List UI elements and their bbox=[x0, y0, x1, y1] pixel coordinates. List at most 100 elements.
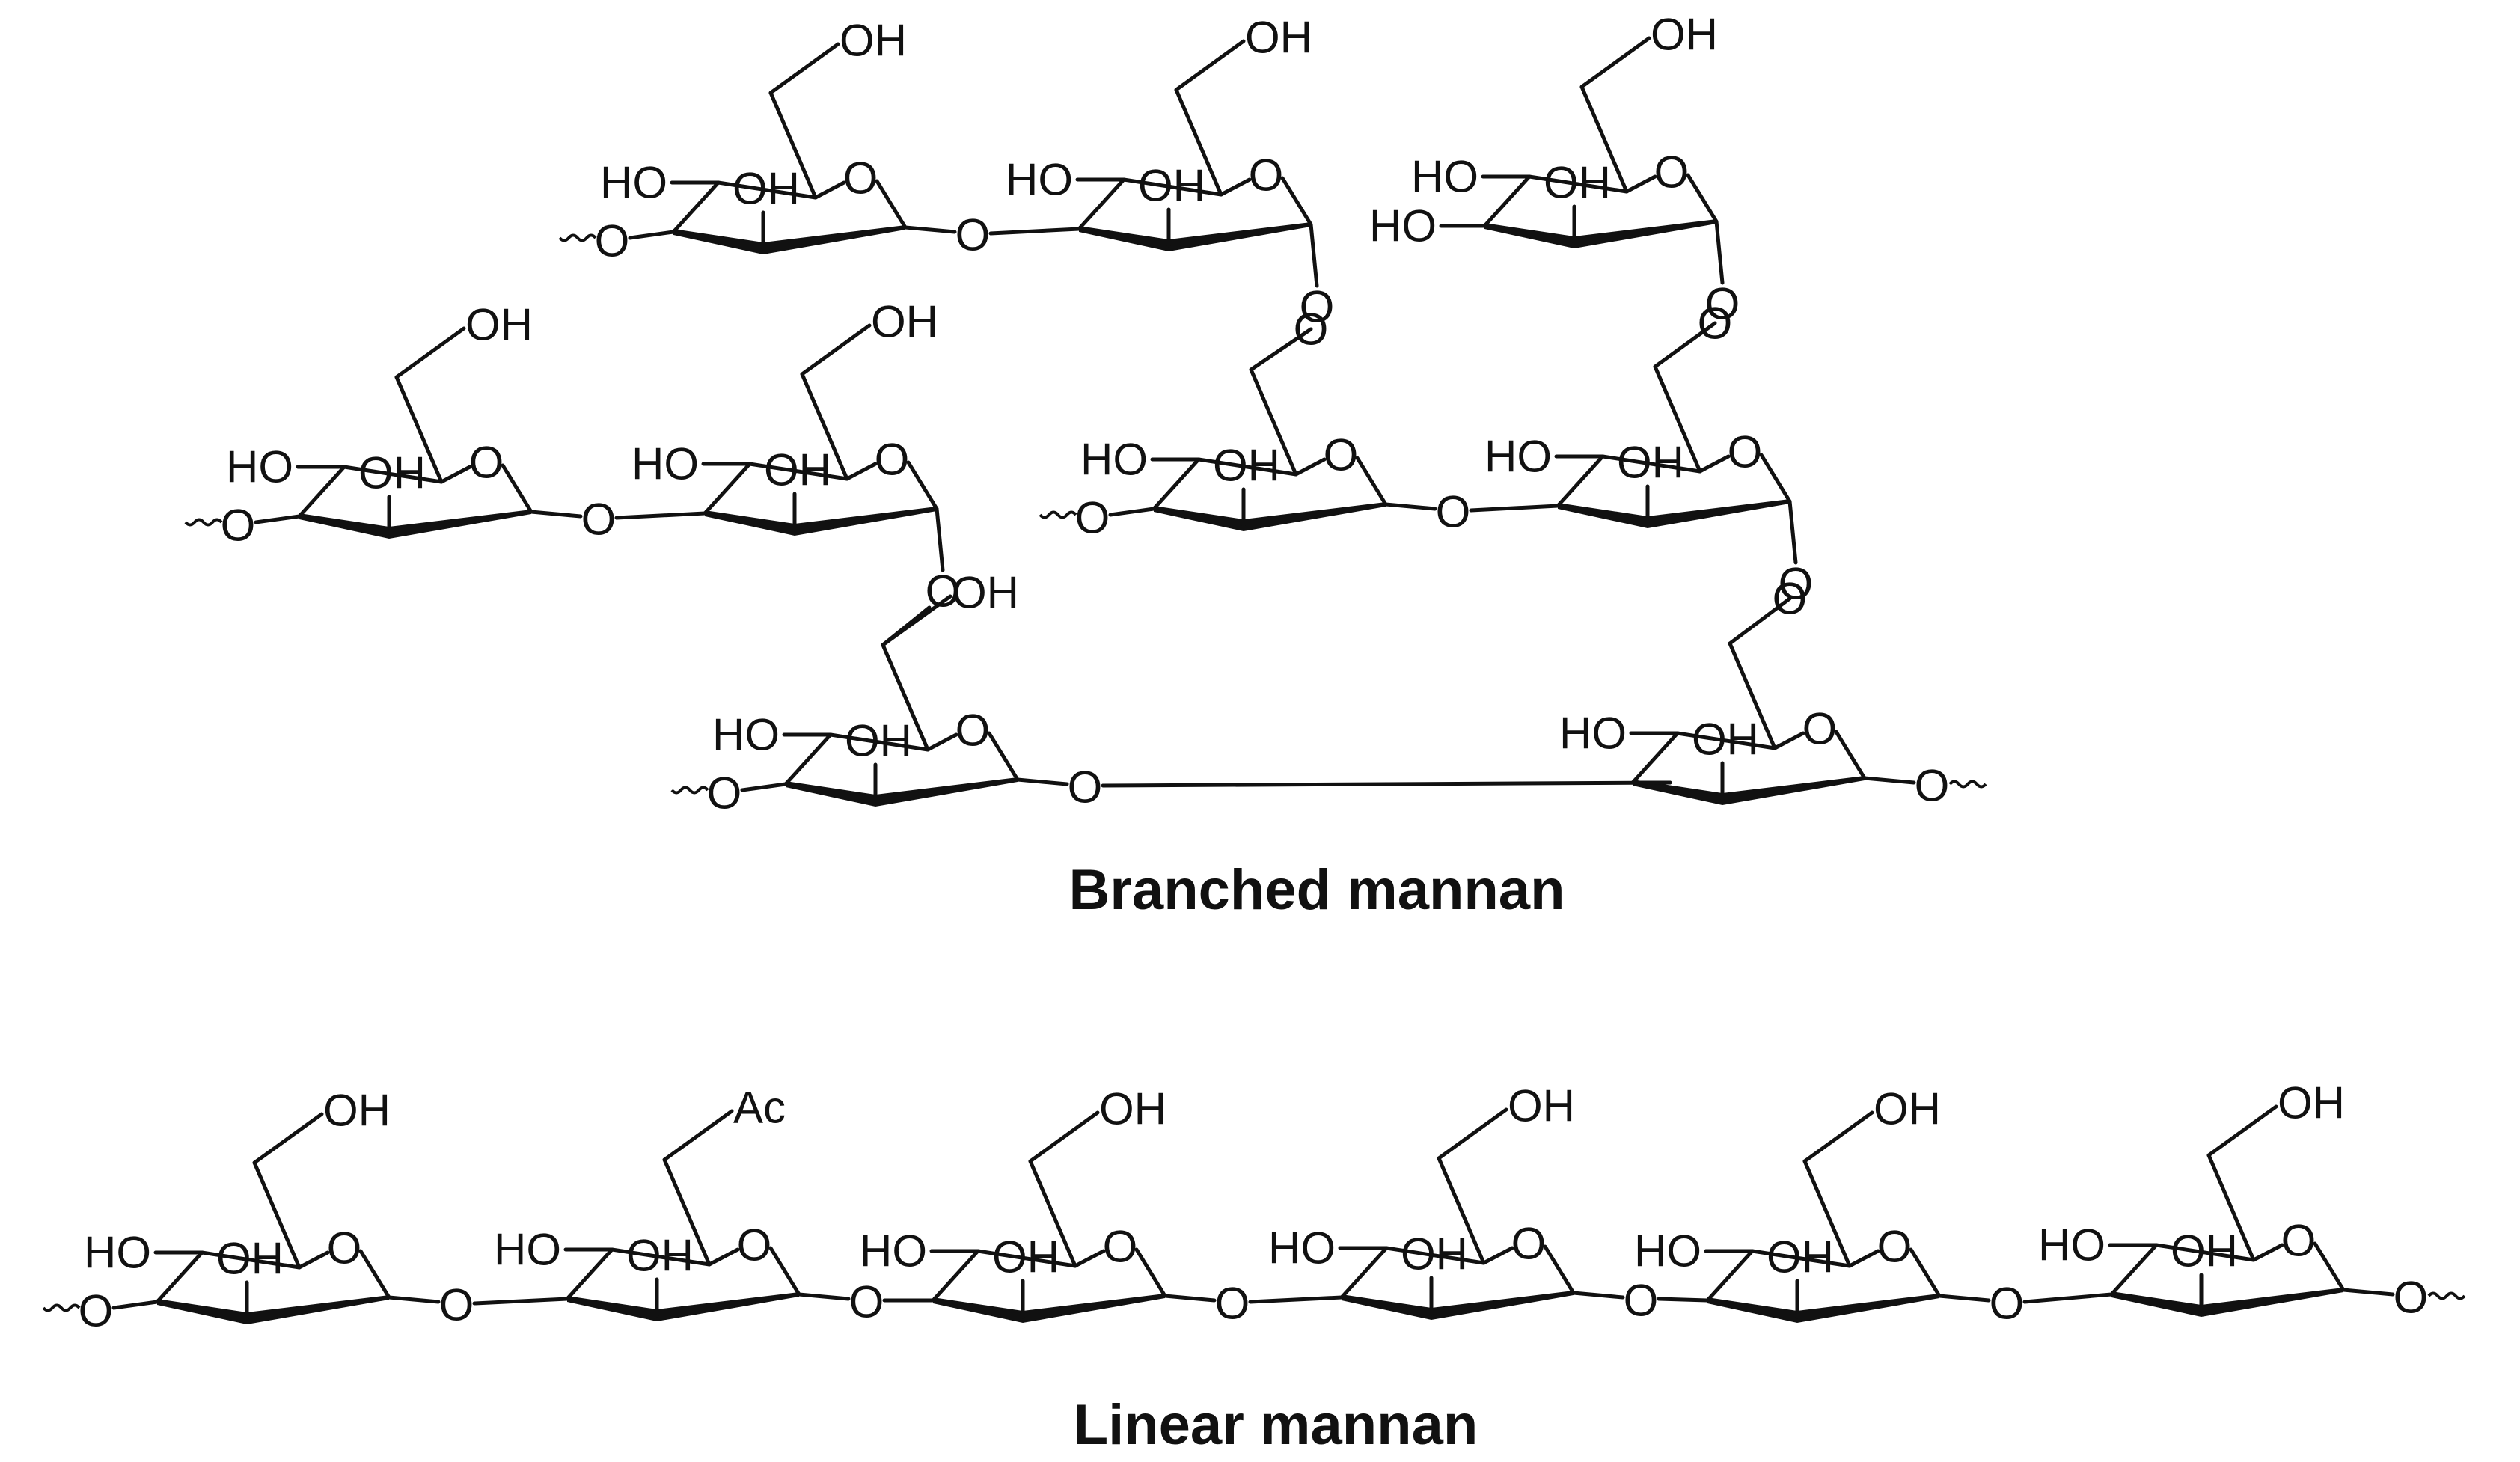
anomeric-bond bbox=[1787, 499, 1798, 565]
ring-bond bbox=[747, 462, 849, 481]
c6-oh-bond bbox=[1174, 39, 1246, 92]
hydroxyl-label: OH bbox=[992, 1232, 1059, 1282]
branched-mannan-caption: Branched mannan bbox=[1068, 858, 1565, 922]
wavy-bond bbox=[670, 786, 709, 795]
c6-bond bbox=[394, 375, 444, 484]
anomeric-bond bbox=[1309, 222, 1319, 288]
wedge-bond bbox=[1722, 776, 1865, 805]
ring-bond bbox=[297, 465, 346, 519]
wedge-bond bbox=[795, 507, 937, 536]
acetyl-group-label: Ac bbox=[733, 1083, 786, 1133]
ring-bond bbox=[926, 732, 958, 752]
wedge-bond bbox=[1648, 499, 1790, 528]
glycosidic-oxygen-label: O bbox=[1915, 761, 1950, 811]
glycosidic-oxygen-label: O bbox=[1779, 559, 1814, 609]
linear-mannan-caption: Linear mannan bbox=[1074, 1393, 1478, 1457]
anomeric-bond bbox=[903, 225, 957, 234]
glycosidic-oxygen-label: O bbox=[1773, 574, 1808, 624]
glycosidic-oxygen-label: O bbox=[1300, 282, 1335, 332]
c3-o-bond bbox=[254, 514, 302, 524]
glycosidic-oxygen-label: O bbox=[926, 566, 961, 617]
glycosidic-oxygen-label: O bbox=[79, 1286, 114, 1336]
c6-oh-bond bbox=[394, 326, 466, 379]
ring-oxygen-label: O bbox=[1103, 1222, 1138, 1272]
c6-bond bbox=[800, 372, 849, 481]
c6-bond bbox=[2206, 1153, 2256, 1262]
hydroxyl-label: HO bbox=[1484, 432, 1552, 482]
c6-bond bbox=[1728, 641, 1777, 750]
hydroxyl-label: OH bbox=[216, 1234, 284, 1284]
wedge-bond bbox=[1797, 1294, 1939, 1323]
ring-oxygen-label: O bbox=[469, 438, 504, 488]
glycosidic-oxygen-label: O bbox=[849, 1277, 884, 1327]
c6-bond bbox=[768, 91, 818, 200]
glycosidic-oxygen-label: O bbox=[1990, 1279, 2025, 1329]
ring-bond bbox=[1759, 453, 1792, 504]
c6-oh-bond bbox=[1028, 1110, 1100, 1163]
ring-bond bbox=[2109, 1243, 2159, 1297]
wedge-bond bbox=[1169, 222, 1311, 251]
c6-oh-bond bbox=[1579, 36, 1651, 89]
glycosidic-oxygen-label: O bbox=[439, 1280, 474, 1330]
ring-bond bbox=[501, 463, 533, 514]
hydroxyl-label: HO bbox=[226, 442, 293, 492]
ring-bond bbox=[845, 462, 878, 481]
hydroxyl-label: HO bbox=[2038, 1220, 2105, 1270]
ring-bond bbox=[768, 1246, 801, 1297]
ring-bond bbox=[2313, 1241, 2346, 1292]
c6-bond bbox=[1653, 364, 1702, 474]
ring-bond bbox=[1698, 454, 1731, 474]
anomeric-bond bbox=[1571, 1291, 1625, 1300]
c6-bond bbox=[1437, 1156, 1486, 1265]
hydroxyl-label: OH bbox=[2171, 1226, 2238, 1276]
wedge-bond bbox=[1023, 1294, 1165, 1323]
hydroxyl-label: HO bbox=[1369, 201, 1437, 251]
hydroxyl-label: OH bbox=[1401, 1229, 1468, 1279]
ring-bond bbox=[200, 1250, 302, 1270]
wedge-bond bbox=[1633, 780, 1722, 805]
wedge-bond bbox=[1244, 502, 1386, 531]
hydroxyl-label: HO bbox=[84, 1228, 151, 1278]
glycosidic-oxygen-label: O bbox=[1068, 762, 1103, 813]
hydroxyl-label: OH bbox=[1692, 715, 1759, 765]
ring-bond bbox=[1624, 174, 1657, 194]
hydroxyl-label: HO bbox=[1080, 435, 1148, 485]
hydroxyl-label: HO bbox=[631, 439, 699, 489]
glycosidic-oxygen-label: O bbox=[1698, 299, 1733, 349]
ring-oxygen-label: O bbox=[327, 1223, 362, 1273]
glycosidic-bond bbox=[2022, 1292, 2114, 1304]
anomeric-bond bbox=[935, 507, 945, 572]
glycosidic-oxygen-label: O bbox=[1075, 493, 1110, 543]
c6-oh-bond bbox=[1437, 1107, 1508, 1160]
ring-bond bbox=[703, 462, 752, 516]
ring-oxygen-label: O bbox=[1324, 430, 1359, 480]
ring-bond bbox=[1219, 177, 1252, 197]
hydroxyl-label: OH bbox=[626, 1231, 694, 1281]
wedge-bond bbox=[2111, 1291, 2201, 1317]
ring-bond bbox=[1750, 1249, 1852, 1268]
wedge-bond bbox=[2201, 1288, 2343, 1317]
c3-o-bond bbox=[740, 782, 788, 792]
glycosidic-oxygen-label: O bbox=[707, 768, 742, 819]
glycosidic-bond bbox=[988, 227, 1081, 236]
hydroxyl-label: OH bbox=[1099, 1084, 1166, 1134]
ring-bond bbox=[707, 1247, 740, 1267]
ring-bond bbox=[1543, 1244, 1576, 1295]
hydroxyl-label: HO bbox=[712, 710, 780, 760]
c6-oh-bond bbox=[252, 1112, 324, 1165]
ring-bond bbox=[610, 1247, 712, 1267]
hydroxyl-label: HO bbox=[1268, 1223, 1336, 1273]
ring-bond bbox=[342, 465, 444, 484]
c6-bond bbox=[881, 643, 930, 752]
wavy-bond bbox=[1039, 510, 1077, 519]
anomeric-bond bbox=[1937, 1294, 1991, 1303]
ring-oxygen-label: O bbox=[955, 706, 991, 756]
glycosidic-bond bbox=[881, 605, 932, 647]
ring-bond bbox=[671, 180, 721, 234]
wavy-bond bbox=[558, 233, 597, 242]
hydroxyl-label: OH bbox=[1245, 13, 1312, 63]
hydroxyl-label: HO bbox=[600, 158, 667, 208]
ring-oxygen-label: O bbox=[2281, 1216, 2316, 1266]
ring-bond bbox=[1686, 173, 1719, 224]
